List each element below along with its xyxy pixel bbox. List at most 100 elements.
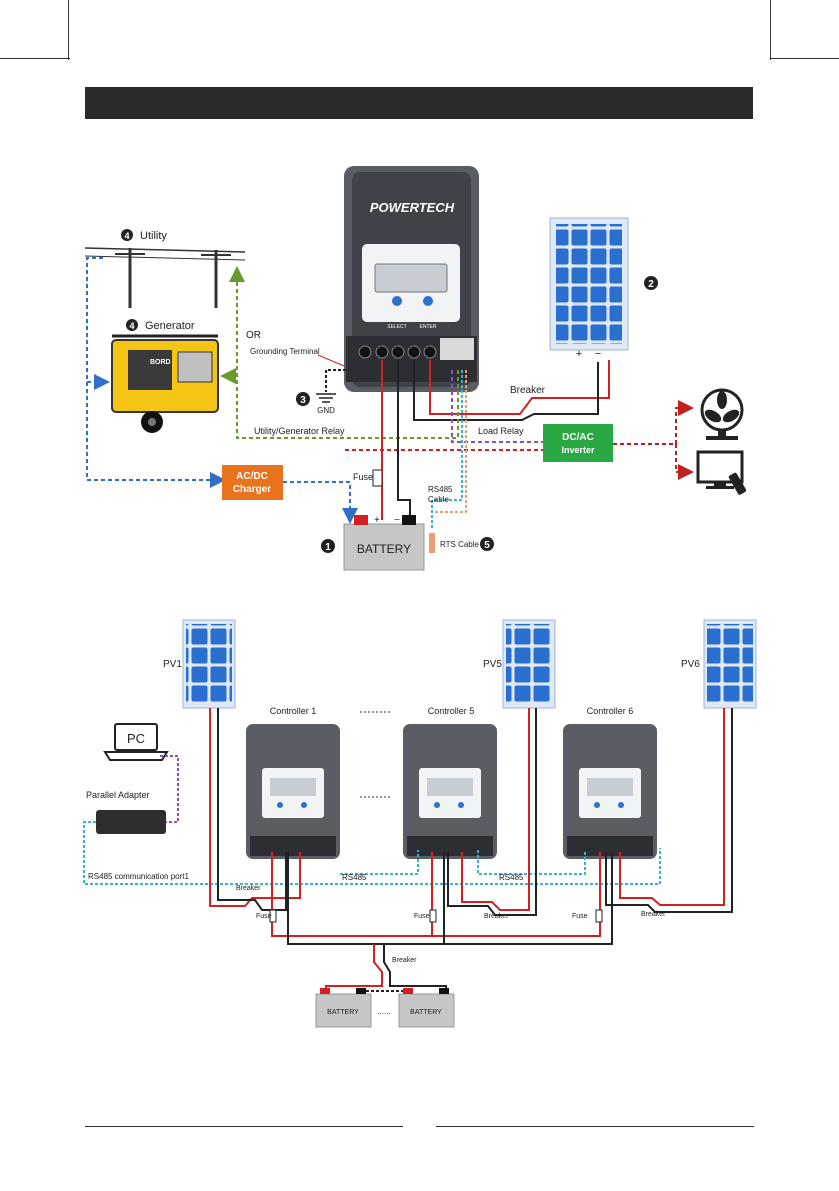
marker-utility-number: 4 xyxy=(124,231,129,241)
battery-b xyxy=(398,988,455,1028)
charger-box xyxy=(222,465,283,500)
pv6-label: PV6 xyxy=(681,659,700,670)
tv-icon xyxy=(696,450,747,495)
pv6-neg-wire xyxy=(605,708,733,913)
battery-b-label: BATTERY xyxy=(410,1009,442,1016)
main-positive-wire xyxy=(325,944,383,994)
load-relay-line xyxy=(451,370,543,443)
breaker-label-b: Breaker xyxy=(484,913,509,920)
footer-rule-right xyxy=(436,1126,754,1127)
fuse-label-c: Fuse xyxy=(572,913,588,920)
parallel-adapter xyxy=(96,810,166,834)
rts-sensor xyxy=(429,533,435,553)
inverter-box xyxy=(543,424,613,462)
pv-negative-wire xyxy=(413,360,599,421)
charger-line1: AC/DC xyxy=(236,471,268,482)
relay-to-utility-line xyxy=(229,266,459,439)
breaker-label-c: Breaker xyxy=(641,911,666,918)
controller5-label: Controller 5 xyxy=(428,706,475,716)
footer-rule-left xyxy=(85,1126,403,1127)
controller6-label: Controller 6 xyxy=(587,706,634,716)
fuse-icon-a xyxy=(269,909,277,923)
marker-battery xyxy=(321,539,335,553)
generator-brand: BORD xyxy=(150,359,171,366)
marker-panel xyxy=(644,276,658,290)
charger-line2: Charger xyxy=(233,484,271,495)
battery-bus-negative xyxy=(287,852,613,945)
battery-a xyxy=(315,988,372,1028)
battery xyxy=(343,515,425,571)
marker-panel-number: 2 xyxy=(648,279,654,290)
marker-rts xyxy=(480,537,494,551)
grounding-pointer xyxy=(317,354,345,367)
pv1-neg-wire xyxy=(217,708,287,911)
main-negative-wire xyxy=(383,944,447,994)
parallel-adapter-label: Parallel Adapter xyxy=(86,790,150,800)
section-header-bar xyxy=(85,87,753,119)
controller1-label: Controller 1 xyxy=(270,706,317,716)
utility-label: Utility xyxy=(140,230,167,242)
terminal-block xyxy=(358,338,474,360)
breaker-label: Breaker xyxy=(510,385,546,396)
crop-mark-top-right xyxy=(770,0,839,60)
marker-battery-number: 1 xyxy=(325,542,331,553)
battery-minus: − xyxy=(394,515,400,526)
fuse-icon-c xyxy=(595,909,603,923)
pv-positive-wire xyxy=(429,360,610,415)
rs485-cable-line xyxy=(431,370,463,528)
rs485-link-1 xyxy=(340,850,419,875)
fan-icon xyxy=(700,388,744,440)
pv-panel-5 xyxy=(502,619,556,709)
select-button-label: SELECT xyxy=(387,324,406,330)
pv5-label: PV5 xyxy=(483,659,502,670)
marker-rts-number: 5 xyxy=(484,540,490,551)
solar-panel xyxy=(549,217,629,351)
rts-cable-line xyxy=(434,370,467,513)
pv5-wire xyxy=(461,708,530,911)
enter-button-label: ENTER xyxy=(420,324,437,330)
inverter-to-tv-line xyxy=(675,444,694,480)
fuse-icon xyxy=(372,469,383,487)
marker-ground xyxy=(296,392,310,406)
gnd-label: GND xyxy=(317,406,335,415)
rs485-link-2 xyxy=(477,850,586,875)
pv5-neg-wire xyxy=(447,708,537,916)
main-breaker-label: Breaker xyxy=(392,957,417,964)
rs485-label-line1: RS485 xyxy=(428,485,453,494)
pv1-wire xyxy=(209,708,301,907)
load-relay-label: Load Relay xyxy=(478,426,524,436)
crop-mark-top-left xyxy=(0,0,70,60)
generator xyxy=(111,334,219,433)
rs485-label-b: RS485 xyxy=(499,873,524,882)
utility-generator-relay-label: Utility/Generator Relay xyxy=(254,426,345,436)
controller-brand: POWERTECH xyxy=(370,200,455,215)
marker-generator-number: 4 xyxy=(129,321,134,331)
fuse-label: Fuse xyxy=(353,472,373,482)
battery-plus: + xyxy=(374,515,380,526)
breaker-label-a: Breaker xyxy=(236,885,261,892)
pv-panel-6 xyxy=(703,619,757,709)
battery-negative-wire xyxy=(397,360,411,516)
controller-1 xyxy=(246,724,340,859)
marker-generator xyxy=(126,319,138,331)
marker-ground-number: 3 xyxy=(300,395,306,406)
or-label: OR xyxy=(246,330,261,341)
pv1-label: PV1 xyxy=(163,659,182,670)
fuse-label-a: Fuse xyxy=(256,913,272,920)
generator-label: Generator xyxy=(145,320,195,332)
inverter-line2: Inverter xyxy=(561,445,595,455)
pc-label: PC xyxy=(127,731,145,746)
inverter-to-fan-line xyxy=(613,400,694,445)
utility-poles xyxy=(84,247,246,308)
grounding-terminal-label: Grounding Terminal xyxy=(250,347,320,356)
rs485-port-label: RS485 communication port1 xyxy=(88,872,189,881)
charge-controller xyxy=(344,166,479,392)
controller-5 xyxy=(403,724,497,859)
inverter-line1: DC/AC xyxy=(562,432,594,443)
ground-wire xyxy=(325,369,346,392)
pv-panel-1 xyxy=(182,619,236,709)
pv6-wire xyxy=(619,708,725,906)
utility-to-charger-line xyxy=(86,257,226,488)
rs485-label-line2: Cable xyxy=(428,495,449,504)
